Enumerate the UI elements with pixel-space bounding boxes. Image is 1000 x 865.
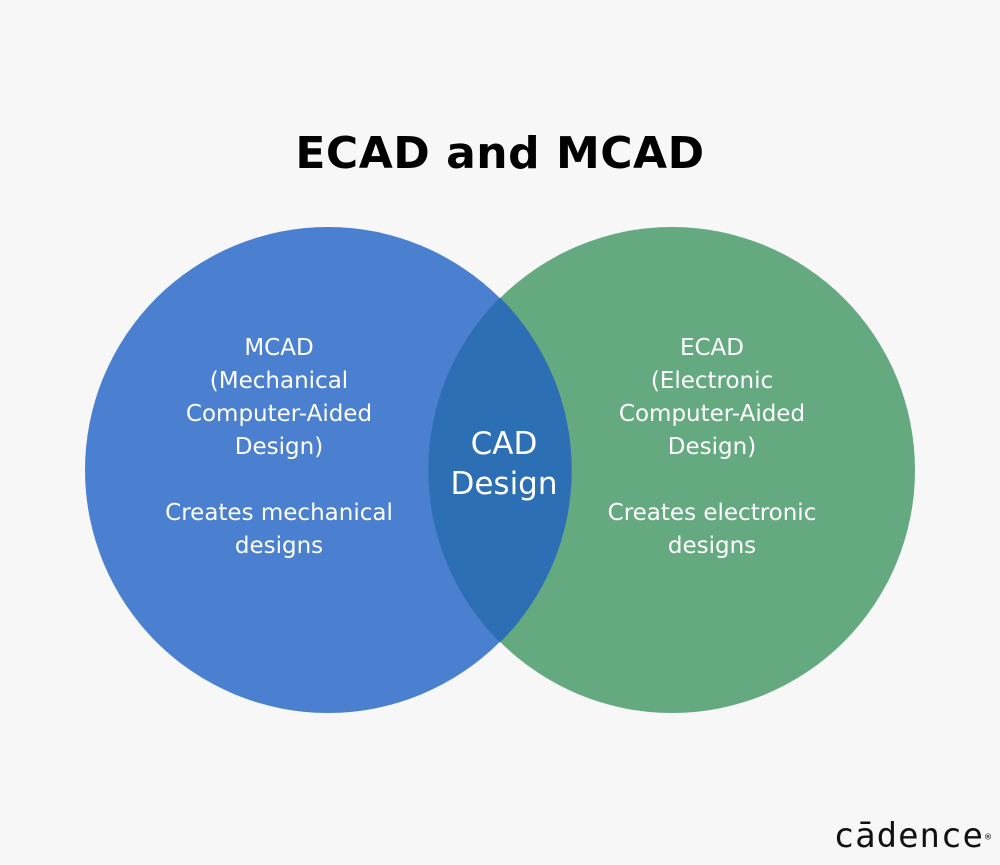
cadence-logo-text: cādence (833, 816, 984, 856)
ecad-label: ECAD (Electronic Computer-Aided Design) … (562, 332, 862, 563)
mcad-label: MCAD (Mechanical Computer-Aided Design) … (129, 332, 429, 563)
mcad-expansion-line-3: Design) (234, 434, 324, 460)
registered-mark: ® (984, 832, 992, 843)
mcad-name: MCAD (244, 335, 314, 361)
cad-design-overlap (428, 297, 572, 643)
ecad-description-line-2: designs (667, 533, 757, 559)
mcad-description-line-1: Creates mechanical (165, 500, 393, 526)
cad-design-line-2: Design (450, 466, 558, 502)
cadence-logo: cādence® (834, 816, 992, 856)
cad-design-label: CAD Design (434, 424, 574, 504)
mcad-description-line-2: designs (234, 533, 324, 559)
page-title: ECAD and MCAD (295, 128, 705, 179)
ecad-circle (429, 227, 915, 713)
ecad-name: ECAD (679, 335, 745, 361)
mcad-expansion-line-2: Computer-Aided (185, 401, 373, 427)
mcad-expansion-line-1: (Mechanical (209, 368, 349, 394)
ecad-expansion-line-1: (Electronic (650, 368, 774, 394)
ecad-expansion-line-2: Computer-Aided (618, 401, 806, 427)
ecad-description-line-1: Creates electronic (607, 500, 817, 526)
mcad-circle (85, 227, 571, 713)
ecad-expansion-line-3: Design) (667, 434, 757, 460)
cad-design-line-1: CAD (470, 426, 538, 462)
